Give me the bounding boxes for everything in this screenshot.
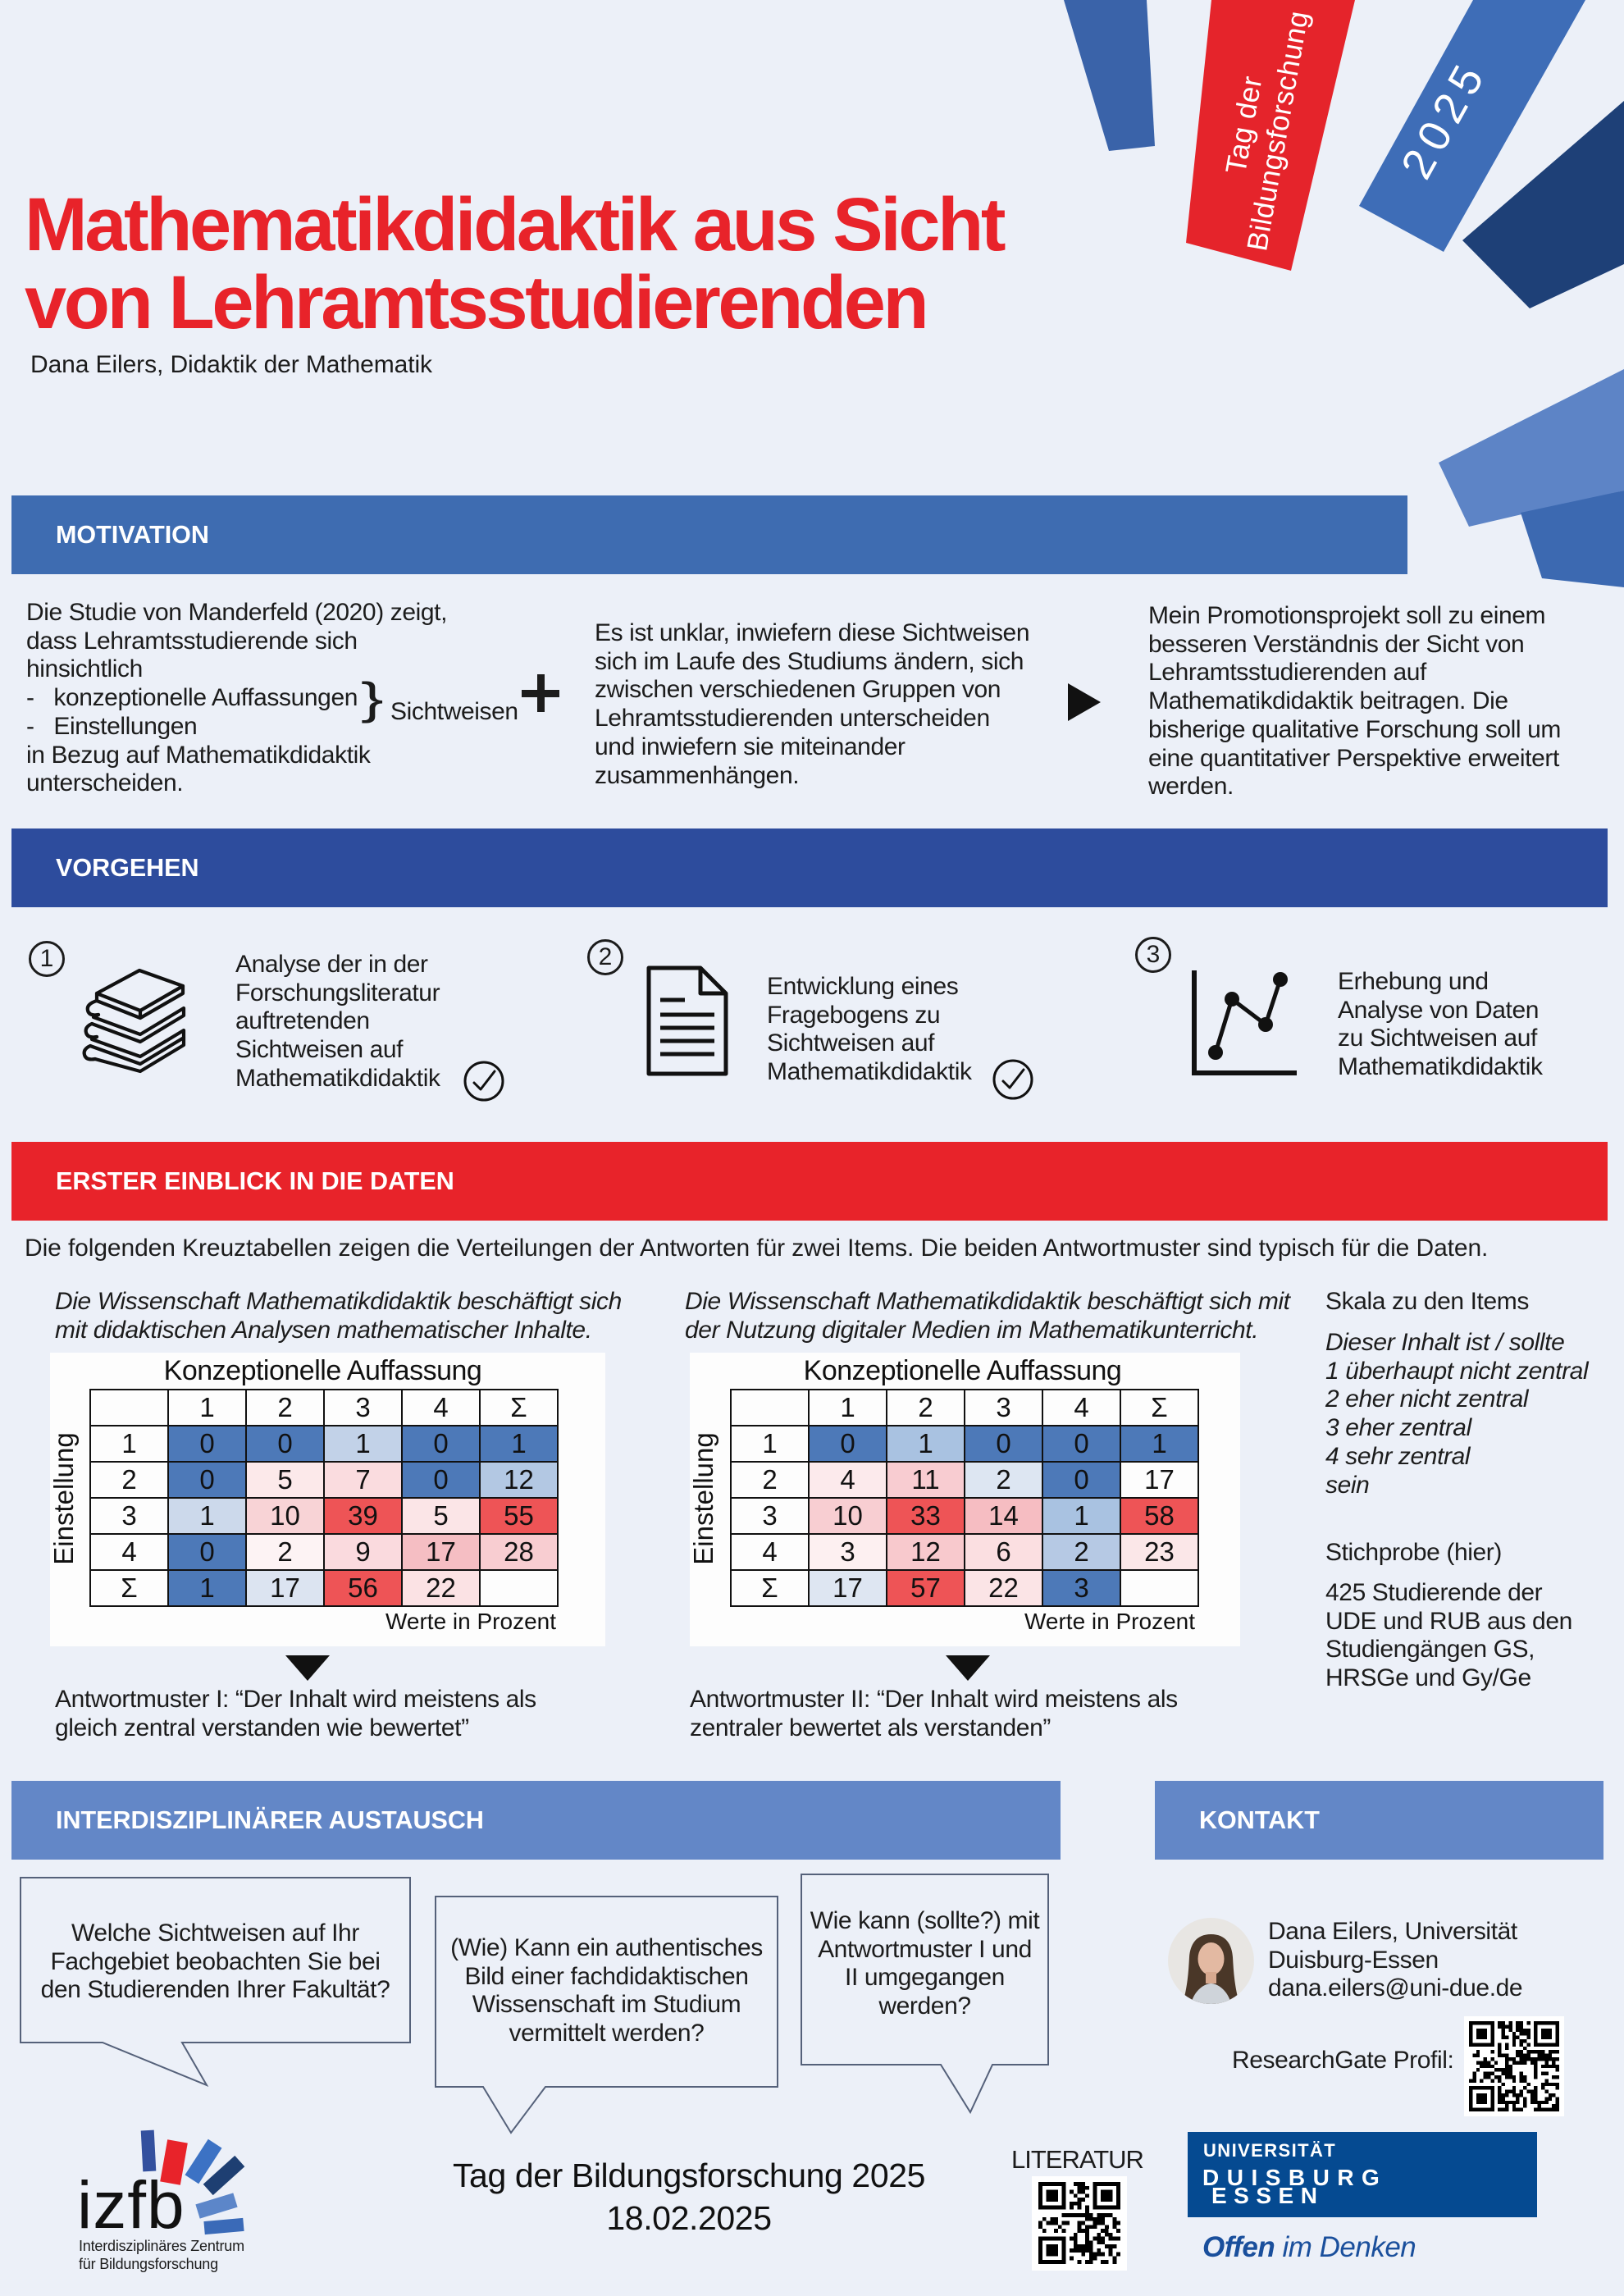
svg-text:izfb: izfb [77,2168,185,2243]
